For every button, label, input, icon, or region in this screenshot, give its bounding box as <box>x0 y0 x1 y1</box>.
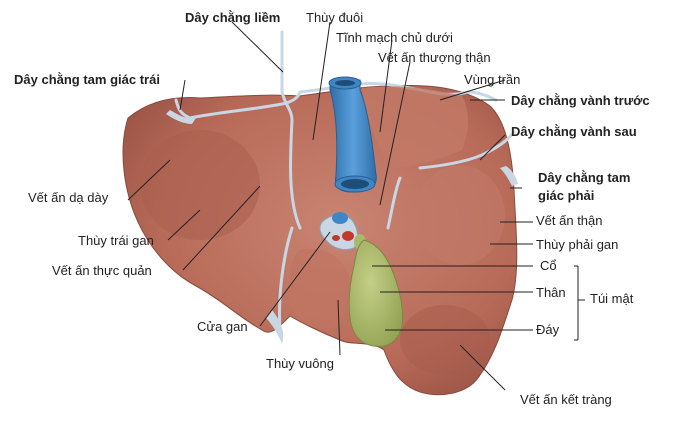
label-esophageal-impression: Vết ấn thực quản <box>52 263 152 278</box>
right-triangular-ligament <box>500 166 518 186</box>
label-right-triangular-ligament-line2: giác phải <box>538 188 595 203</box>
label-quadrate-lobe: Thùy vuông <box>266 356 334 371</box>
inferior-vena-cava <box>328 76 377 193</box>
label-gastric-impression: Vết ấn dạ dày <box>28 190 109 205</box>
quadrate-lobe <box>289 248 352 330</box>
label-bare-area: Vùng trần <box>464 72 521 87</box>
label-colic-impression: Vết ấn kết tràng <box>520 392 612 407</box>
gallbladder <box>348 239 403 347</box>
renal-impression <box>415 165 505 265</box>
colic-impression <box>400 305 490 375</box>
label-gallbladder: Túi mật <box>590 291 634 306</box>
left-triangular-ligament <box>166 110 196 124</box>
label-porta-hepatis: Cửa gan <box>197 319 248 334</box>
label-renal-impression: Vết ấn thận <box>536 213 603 228</box>
label-suprarenal-impression: Vết ấn thượng thận <box>378 50 491 65</box>
label-gallbladder-body: Thân <box>536 285 566 300</box>
stomach-impression <box>140 130 260 240</box>
label-right-lobe: Thùy phải gan <box>536 237 619 252</box>
label-gallbladder-fundus: Đáy <box>536 322 560 337</box>
label-inferior-vena-cava: Tĩnh mạch chủ dưới <box>336 30 453 45</box>
label-caudate-lobe: Thùy đuôi <box>306 10 364 25</box>
label-left-triangular-ligament: Dây chằng tam giác trái <box>14 72 160 87</box>
round-ligament <box>266 310 284 344</box>
porta-hepatis-vessels <box>319 212 366 251</box>
bare-area <box>362 86 468 168</box>
label-gallbladder-neck: Cổ <box>540 258 557 273</box>
label-anterior-coronary-ligament: Dây chằng vành trước <box>511 93 650 108</box>
label-posterior-coronary-ligament: Dây chằng vành sau <box>511 124 637 139</box>
label-right-triangular-ligament-line1: Dây chằng tam <box>538 170 631 185</box>
label-left-lobe: Thùy trái gan <box>78 233 154 248</box>
label-falciform-ligament: Dây chằng liềm <box>185 10 281 25</box>
